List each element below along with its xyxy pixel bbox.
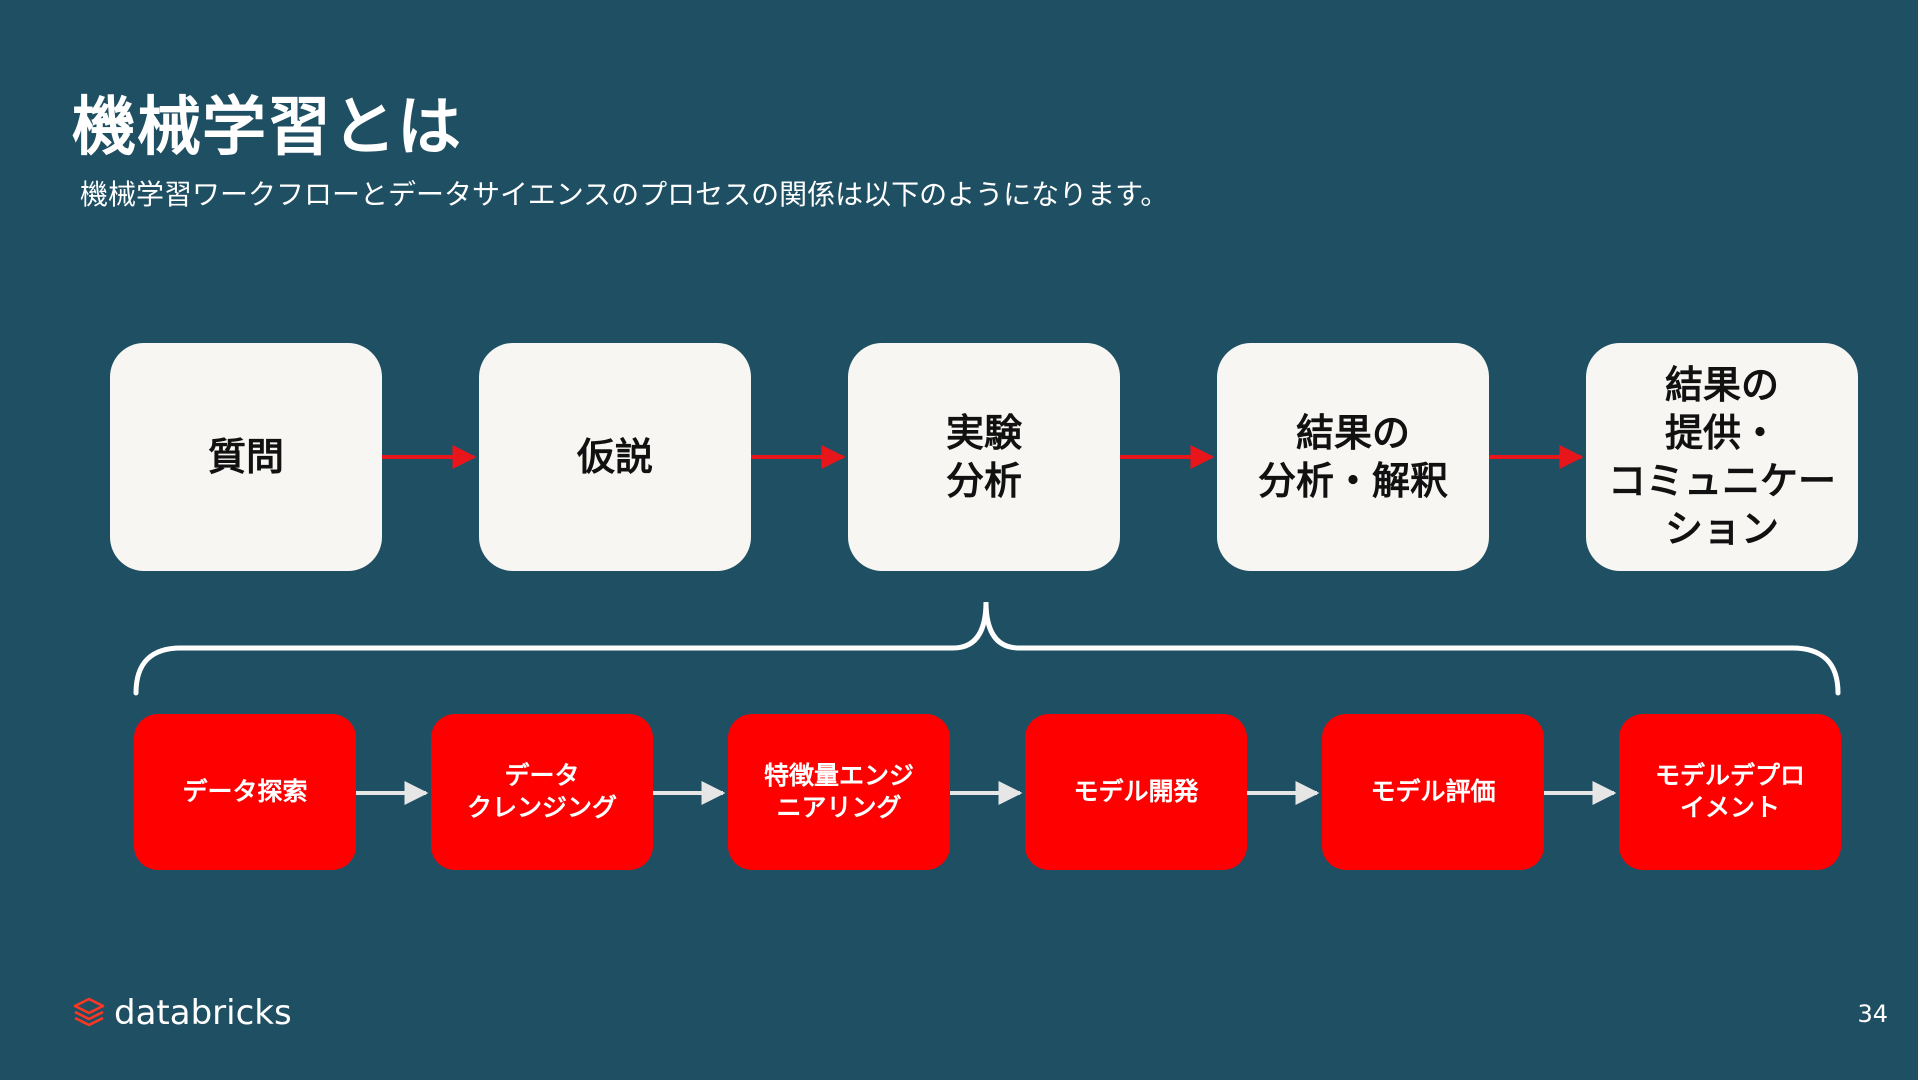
process-step-experiment: 実験 分析 — [848, 343, 1120, 571]
workflow-step-exploration: データ探索 — [134, 714, 356, 870]
process-step-communication: 結果の 提供・ コミュニケー ション — [1586, 343, 1858, 571]
workflow-step-model-dev: モデル開発 — [1025, 714, 1247, 870]
databricks-logo: databricks — [72, 996, 292, 1030]
curly-brace — [133, 601, 1841, 696]
workflow-step-model-eval: モデル評価 — [1322, 714, 1544, 870]
process-step-analysis: 結果の 分析・解釈 — [1217, 343, 1489, 571]
workflow-step-cleansing: データ クレンジング — [431, 714, 653, 870]
process-step-question: 質問 — [110, 343, 382, 571]
brand-name: databricks — [114, 993, 292, 1033]
process-step-hypothesis: 仮説 — [479, 343, 751, 571]
databricks-layers-icon — [73, 997, 105, 1027]
slide-subtitle: 機械学習ワークフローとデータサイエンスのプロセスの関係は以下のようになります。 — [80, 178, 1169, 211]
workflow-step-deployment: モデルデプロ イメント — [1619, 714, 1841, 870]
slide-title: 機械学習とは — [72, 91, 462, 165]
page-number: 34 — [1857, 1000, 1888, 1028]
workflow-step-feature-eng: 特徴量エンジ ニアリング — [728, 714, 950, 870]
